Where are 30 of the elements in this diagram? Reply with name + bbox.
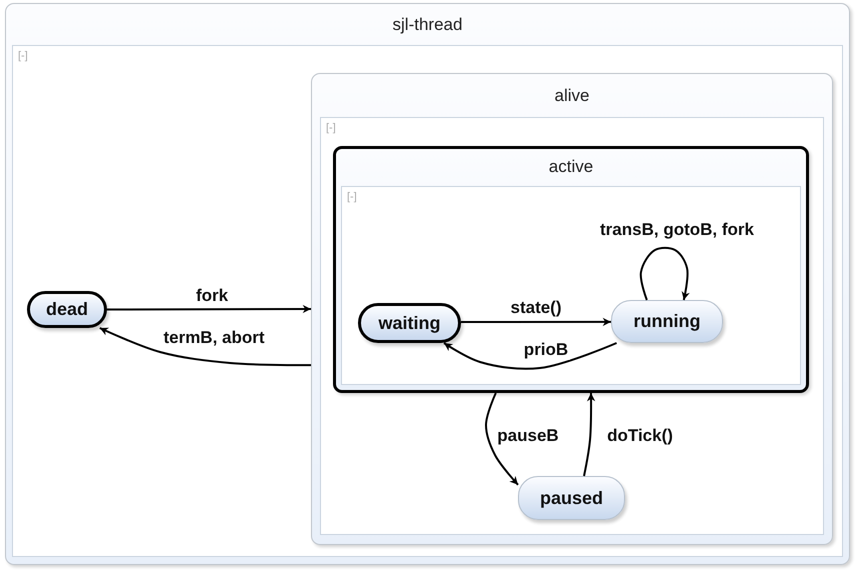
state-label: dead (46, 299, 88, 320)
transition-arrow (461, 318, 611, 326)
transition-arrow (99, 327, 311, 366)
transition-arrow (485, 392, 519, 486)
state-node (27, 291, 107, 328)
edge-label: pauseB (495, 426, 561, 446)
transition-arrow (583, 392, 596, 476)
edge-label: termB, abort (161, 328, 267, 348)
state-container (5, 3, 850, 565)
state-node (358, 303, 461, 343)
state-node (611, 300, 723, 343)
state-label: waiting (378, 312, 440, 334)
edge-label: prioB (522, 340, 570, 360)
edge-label: transB, gotoB, fork (598, 220, 756, 240)
collapse-toggle: [-] (347, 191, 357, 203)
state-node (518, 476, 625, 520)
transition-arrow (443, 342, 617, 370)
state-title: active (548, 157, 594, 177)
collapse-toggle: [-] (326, 122, 336, 134)
state-title: alive (554, 86, 590, 106)
transition-arrow (107, 304, 311, 314)
state-label: paused (540, 488, 604, 508)
edge-label: state() (508, 298, 564, 318)
state-container (311, 73, 833, 545)
transition-arrow (640, 246, 690, 300)
state-container (333, 146, 809, 393)
edge-label: doTick() (605, 426, 675, 446)
collapse-toggle: [-] (18, 50, 28, 62)
state-label: running (634, 311, 700, 332)
state-title: sjl-thread (392, 15, 464, 35)
